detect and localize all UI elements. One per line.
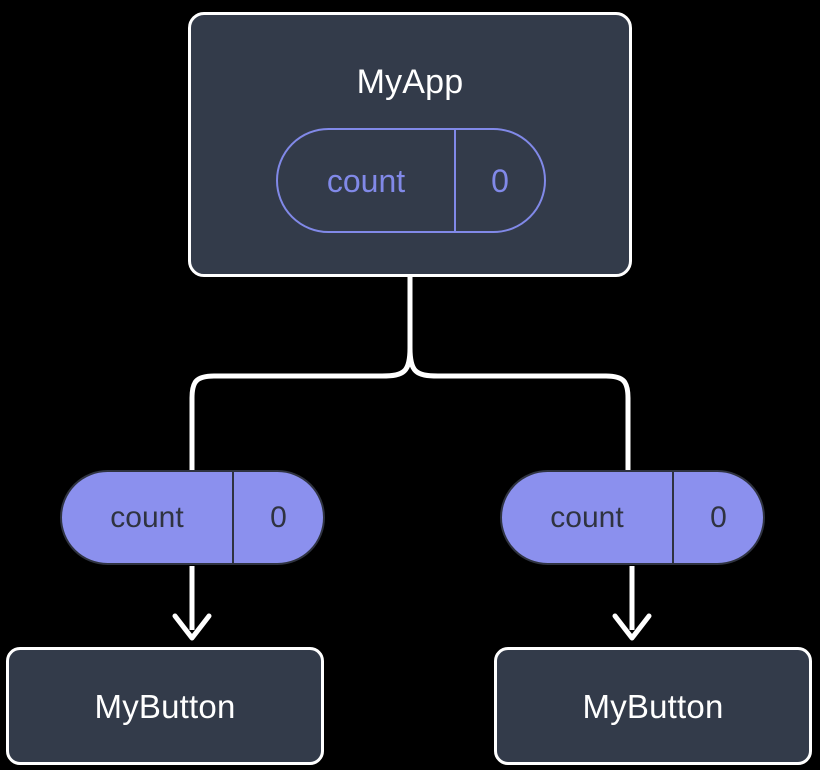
state-pill-child-0-value: 0 — [232, 472, 323, 563]
component-label-myapp: MyApp — [356, 63, 464, 101]
state-pill-root-key: count — [326, 162, 406, 199]
component-box-mybutton-1[interactable]: MyButton — [494, 647, 812, 765]
component-label-mybutton-1: MyButton — [582, 687, 724, 725]
component-label-mybutton-0: MyButton — [94, 687, 236, 725]
state-pill-child-0[interactable]: count 0 — [60, 470, 325, 565]
arrowhead-left-icon — [172, 613, 212, 641]
state-pill-child-1-key: count — [550, 500, 624, 534]
component-box-mybutton-0[interactable]: MyButton — [6, 647, 324, 765]
state-pill-root-value: 0 — [454, 130, 544, 231]
state-pill-root[interactable]: count 0 — [276, 128, 546, 233]
state-pill-child-0-key: count — [110, 500, 184, 534]
edge-root-split — [189, 274, 413, 473]
state-pill-child-1-value: 0 — [672, 472, 763, 563]
state-pill-child-1[interactable]: count 0 — [500, 470, 765, 565]
edge-root-split-right — [407, 345, 631, 473]
arrowhead-right-icon — [612, 613, 652, 641]
